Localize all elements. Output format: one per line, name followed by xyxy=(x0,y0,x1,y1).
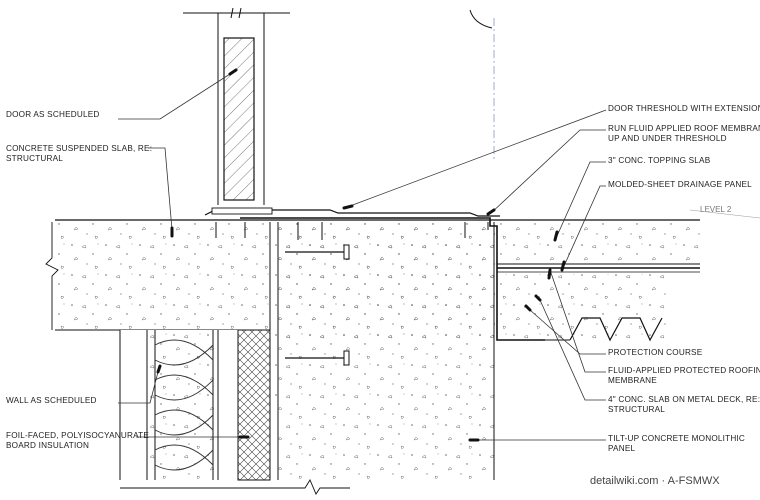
door xyxy=(183,7,290,205)
level-tag: LEVEL 2 xyxy=(700,205,732,214)
leader-ticks xyxy=(156,68,566,442)
topping-slab xyxy=(497,222,700,273)
label-insulation: FOIL-FACED, POLYISOCYANURATE BOARD INSUL… xyxy=(6,431,151,450)
threshold xyxy=(204,207,500,240)
level-line xyxy=(689,209,760,219)
break-lines xyxy=(45,222,350,495)
label-topping: 3" CONC. TOPPING SLAB xyxy=(608,156,711,165)
label-panel: TILT-UP CONCRETE MONOLITHIC PANEL xyxy=(608,434,748,453)
left-labels: DOOR AS SCHEDULED CONCRETE SUSPENDED SLA… xyxy=(6,110,155,450)
tilt-up-panel xyxy=(278,222,495,480)
label-threshold: DOOR THRESHOLD WITH EXTENSION xyxy=(608,104,760,113)
right-labels: DOOR THRESHOLD WITH EXTENSION RUN FLUID … xyxy=(608,104,760,453)
anchors xyxy=(285,244,350,366)
label-wall: WALL AS SCHEDULED xyxy=(6,396,97,405)
label-slab: CONCRETE SUSPENDED SLAB, RE: STRUCTURAL xyxy=(6,144,155,163)
label-roofing: FLUID-APPLIED PROTECTED ROOFING MEMBRANE xyxy=(608,366,760,385)
leaders xyxy=(118,73,607,441)
metal-deck-slab xyxy=(497,274,667,342)
label-deck: 4" CONC. SLAB ON METAL DECK, RE: STRUCTU… xyxy=(608,395,760,414)
wall xyxy=(119,330,238,480)
label-membrane: RUN FLUID APPLIED ROOF MEMBRANE UP AND U… xyxy=(608,124,760,143)
door-swing xyxy=(469,9,495,160)
label-door: DOOR AS SCHEDULED xyxy=(6,110,99,119)
label-drainage: MOLDED-SHEET DRAINAGE PANEL xyxy=(608,180,752,189)
watermark: detailwiki.com · A-FSMWX xyxy=(590,475,720,487)
label-protection: PROTECTION COURSE xyxy=(608,348,703,357)
polyiso-insulation xyxy=(237,329,271,481)
